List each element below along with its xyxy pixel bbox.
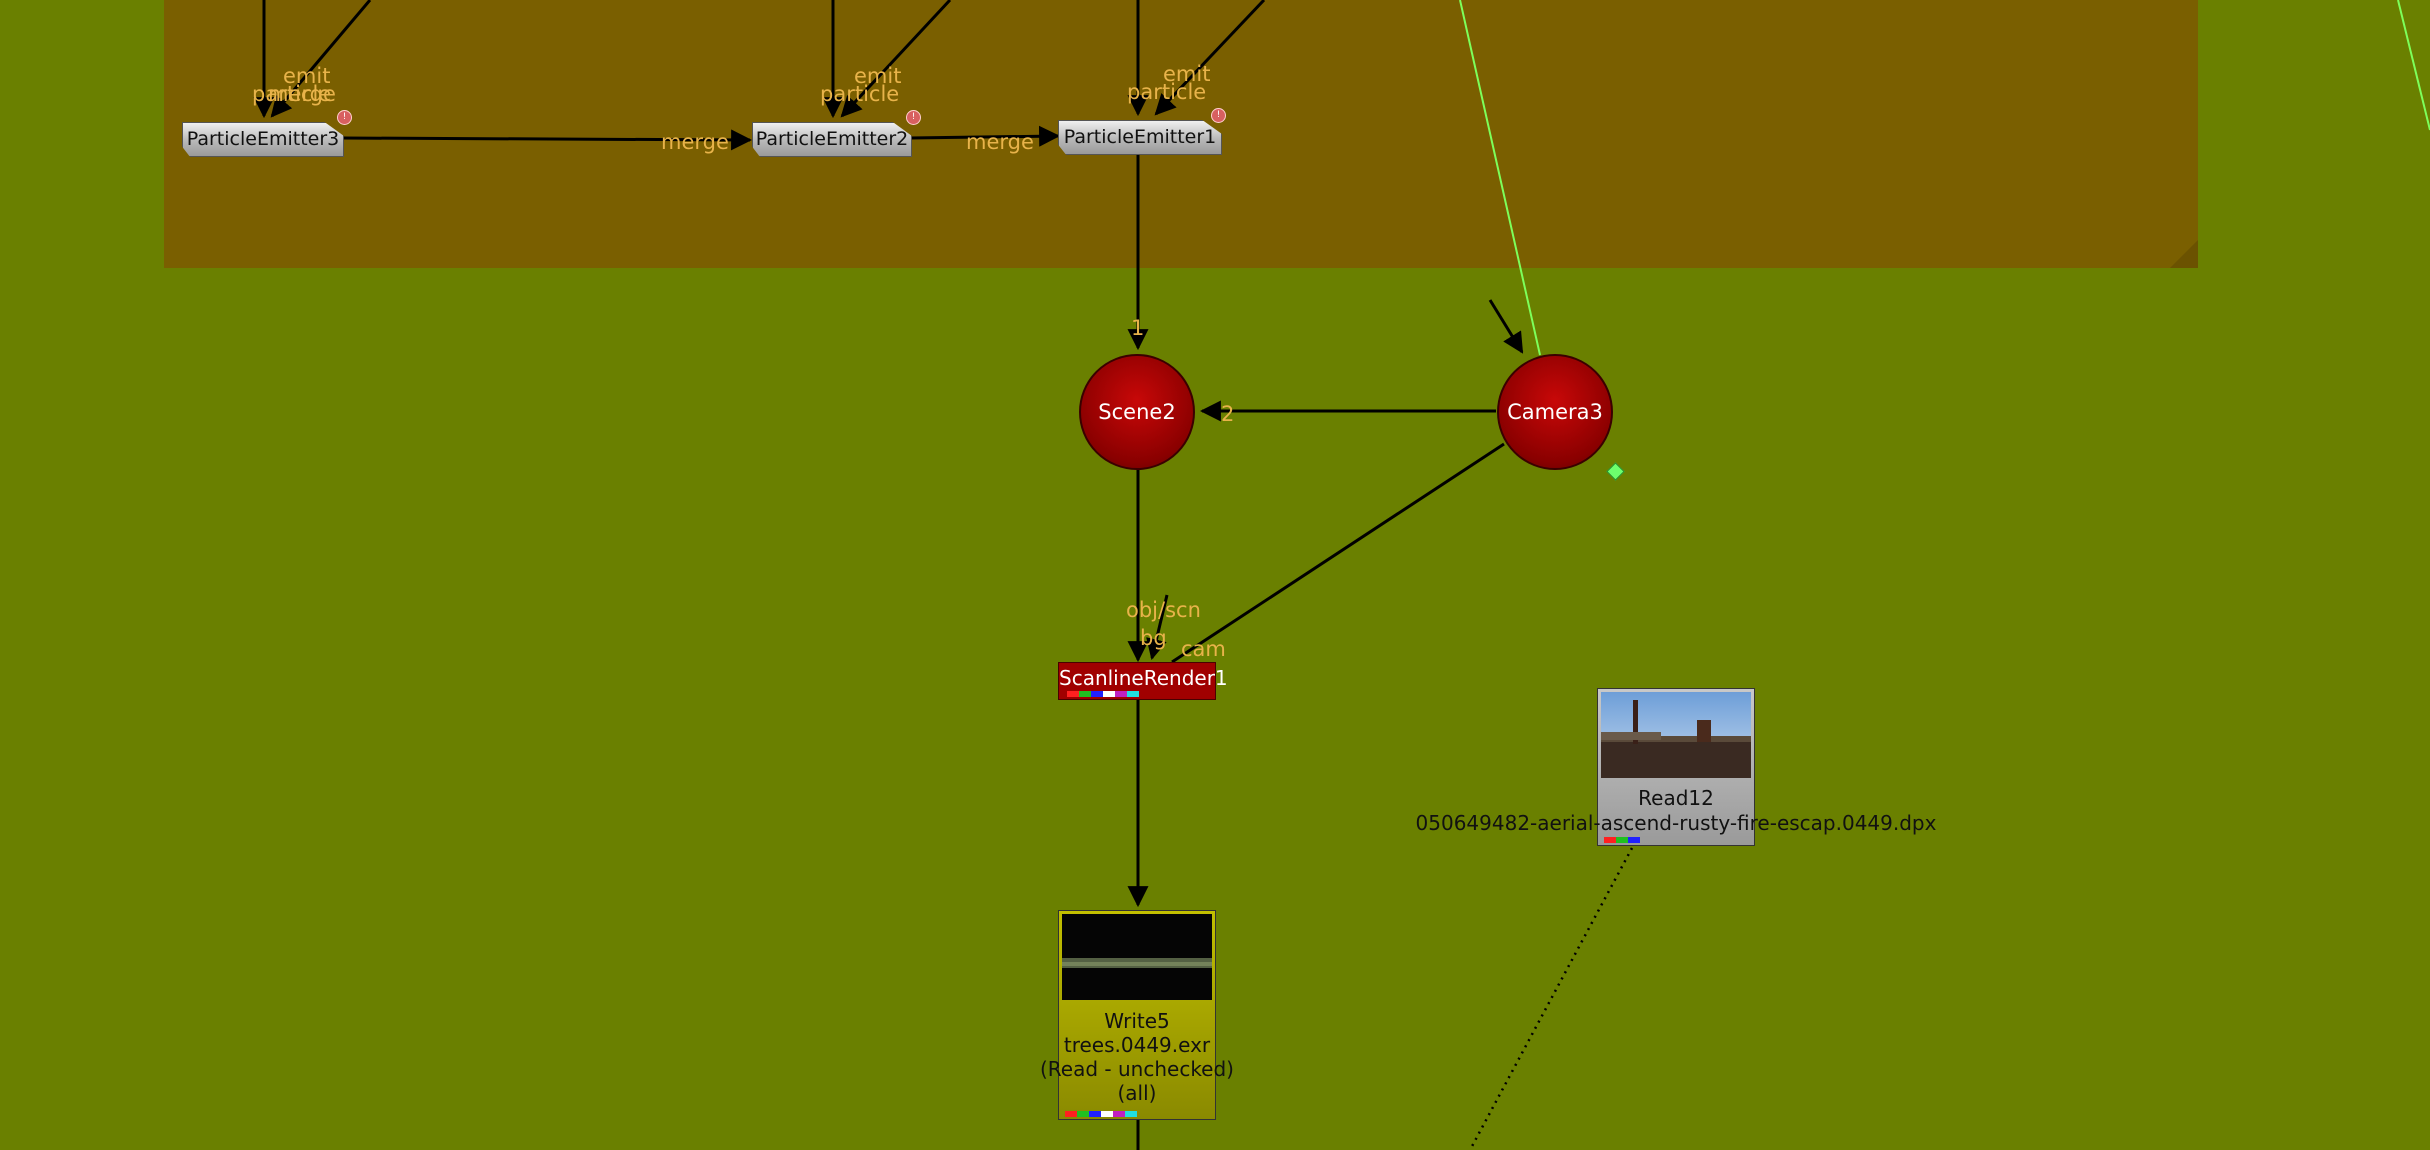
warning-icon: ! xyxy=(1211,108,1226,123)
write-file-label: trees.0449.exr xyxy=(1063,1033,1211,1057)
edge-camera-input xyxy=(1488,299,1524,354)
write-channels-label: (all) xyxy=(1117,1081,1157,1105)
particle-emitter-2-node[interactable]: ParticleEmitter2 xyxy=(752,122,912,157)
channel-swatches xyxy=(1604,837,1640,843)
emitter1-input-b-label: particle xyxy=(1127,80,1207,104)
scene-input-1-label: 1 xyxy=(1131,316,1145,340)
warning-icon: ! xyxy=(337,110,352,125)
read-node-label: Read12 xyxy=(1638,786,1714,810)
edge-read-dotted xyxy=(1468,847,1634,1150)
camera-link-line-right xyxy=(2397,0,2430,131)
merge-label-1: merge xyxy=(966,130,1034,154)
write-node[interactable]: Write5 trees.0449.exr (Read - unchecked)… xyxy=(1040,910,1234,1120)
backdrop-resize-handle[interactable] xyxy=(2170,240,2198,268)
emitter2-input-b-label: particle xyxy=(820,82,900,106)
write-node-label: Write5 xyxy=(1104,1009,1170,1033)
read-thumbnail-image xyxy=(1601,692,1751,778)
render-bg-input-label: bg xyxy=(1140,626,1167,650)
write-thumbnail xyxy=(1062,914,1212,1000)
read-file-label: 050649482-aerial-ascend-rusty-fire-escap… xyxy=(1415,811,1937,835)
render-obj-input-label: obj/scn xyxy=(1126,598,1201,622)
emitter1-input-a-label: emit xyxy=(1163,62,1211,86)
read-node[interactable]: Read12 xyxy=(1597,688,1755,846)
camera-node[interactable]: Camera3 xyxy=(1497,354,1613,470)
emitter3-input-b-label: particle xyxy=(252,82,332,106)
edge-merge-2-to-1 xyxy=(909,125,1061,147)
particle-emitter-1-node[interactable]: ParticleEmitter1 xyxy=(1058,120,1222,155)
edge-camera-to-render xyxy=(1171,442,1505,664)
scene-node[interactable]: Scene2 xyxy=(1079,354,1195,470)
edge-render-bg xyxy=(1146,594,1169,661)
edge-merge-3-to-2 xyxy=(342,129,753,151)
write-status-label: (Read - unchecked) xyxy=(1040,1057,1234,1081)
read-thumbnail xyxy=(1601,692,1751,778)
render-cam-input-label: cam xyxy=(1181,637,1226,661)
write-thumbnail-image xyxy=(1062,914,1212,1000)
channel-swatches xyxy=(1067,691,1139,697)
edge-emitter1-particle xyxy=(1154,0,1266,116)
particle-emitter-3-node[interactable]: ParticleEmitter3 xyxy=(182,122,344,157)
emitter2-input-a-label: emit xyxy=(854,64,902,88)
edge-emitter3-particle xyxy=(270,0,372,118)
camera-link-line xyxy=(1459,0,1541,356)
emitter3-input-a-label: emit xyxy=(283,64,331,88)
scanline-render-node[interactable]: ScanlineRender1 xyxy=(1058,662,1228,700)
merge-label-2: merge xyxy=(661,130,729,154)
warning-icon: ! xyxy=(906,110,921,125)
scanline-render-label: ScanlineRender1 xyxy=(1059,666,1228,690)
channel-swatches xyxy=(1065,1111,1137,1117)
scene-input-2-label: 2 xyxy=(1221,402,1235,426)
edge-emitter2-particle xyxy=(840,0,952,118)
emitter3-input-c-label: merge xyxy=(268,82,336,106)
